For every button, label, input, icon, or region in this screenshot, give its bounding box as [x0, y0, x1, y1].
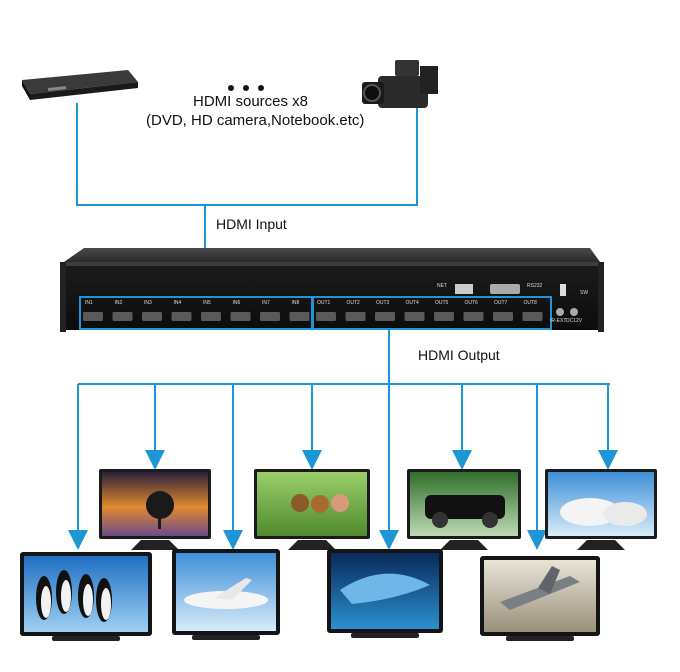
- hdmi-output-label: HDMI Output: [418, 347, 500, 363]
- hdmi-in-port: [83, 312, 103, 321]
- hdmi-in-port: [201, 312, 221, 321]
- net-label: NET: [437, 283, 447, 289]
- hd-camera-icon: [362, 60, 438, 108]
- back-monitors: [99, 469, 657, 550]
- more-sources-dots: [228, 85, 264, 91]
- hdmi-in-port: [230, 312, 251, 321]
- hdmi-in-port: [289, 312, 310, 321]
- hdmi-in-port: [112, 312, 133, 321]
- hdmi-out-port: [434, 312, 454, 321]
- hdmi-out-port: [493, 312, 513, 321]
- dc12v-label: DC12V: [566, 318, 583, 324]
- input-port-label: IN5: [203, 300, 211, 306]
- input-port-label: IN2: [114, 300, 123, 306]
- rs232-label: RS232: [527, 283, 543, 289]
- sources-detail-label: (DVD, HD camera,Notebook.etc): [146, 112, 365, 129]
- output-port-label: OUT5: [435, 300, 449, 306]
- input-port-label: IN6: [232, 300, 241, 306]
- output-port-label: OUT7: [494, 300, 508, 306]
- output-port-label: OUT3: [376, 300, 390, 306]
- output-drops: [68, 384, 618, 550]
- hdmi-in-port: [171, 312, 192, 321]
- output-port-label: OUT8: [523, 300, 537, 306]
- dvd-player-icon: [22, 70, 138, 100]
- ports-layer: [83, 312, 543, 321]
- hdmi-in-port: [260, 312, 280, 321]
- input-port-label: IN1: [85, 300, 93, 306]
- monitor-teddy-bears: [254, 469, 370, 550]
- output-port-label: OUT2: [346, 300, 360, 306]
- sw-label: SW: [580, 290, 589, 296]
- input-port-label: IN7: [262, 300, 270, 306]
- hdmi-out-port: [463, 312, 484, 321]
- hdmi-out-port: [345, 312, 366, 321]
- hdmi-input-label: HDMI Input: [216, 216, 287, 232]
- output-ports-group: [312, 296, 552, 330]
- ir-ext-label: IR-EXT: [550, 318, 567, 324]
- hdmi-out-port: [375, 312, 395, 321]
- hdmi-out-port: [316, 312, 336, 321]
- hdmi-out-port: [404, 312, 425, 321]
- hdmi-out-port: [522, 312, 543, 321]
- output-port-label: OUT1: [317, 300, 331, 306]
- input-port-label: IN4: [173, 300, 182, 306]
- sources-label: HDMI sources x8: [193, 93, 309, 110]
- hdmi-in-port: [142, 312, 162, 321]
- input-port-label: IN8: [291, 300, 300, 306]
- output-port-label: OUT4: [405, 300, 419, 306]
- hdmi-output-lines: [78, 330, 610, 385]
- input-port-label: IN3: [144, 300, 152, 306]
- monitor-fighter-jet: [480, 556, 600, 641]
- output-port-label: OUT6: [464, 300, 478, 306]
- front-monitors: [20, 549, 600, 641]
